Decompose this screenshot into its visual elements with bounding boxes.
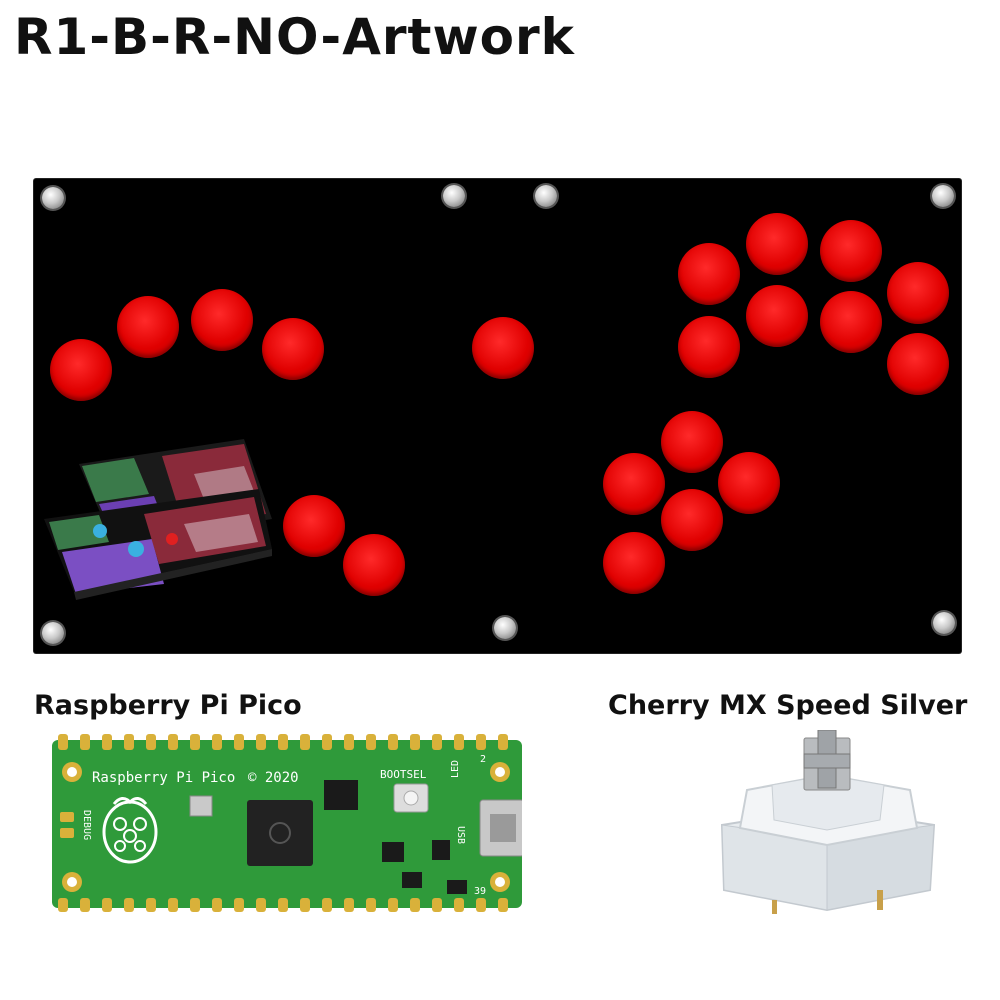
red-arcade-button (678, 243, 740, 305)
screw-icon (443, 185, 465, 207)
controller-panel (34, 179, 961, 653)
screw-icon (42, 622, 64, 644)
red-arcade-button (678, 316, 740, 378)
red-arcade-button (887, 333, 949, 395)
cherry-mx-switch-image (720, 730, 936, 914)
red-arcade-button (603, 453, 665, 515)
pico-label: Raspberry Pi Pico (34, 690, 302, 721)
red-arcade-button (117, 296, 179, 358)
red-arcade-button (343, 534, 405, 596)
pico-led-label: LED (450, 760, 461, 778)
red-arcade-button (50, 339, 112, 401)
pico-debug-label: DEBUG (81, 810, 92, 840)
pico-bootsel-label: BOOTSEL (380, 768, 427, 781)
pin-row-top (58, 734, 508, 750)
red-arcade-button (820, 291, 882, 353)
red-arcade-button (603, 532, 665, 594)
pico-silkscreen-name: Raspberry Pi Pico (92, 770, 235, 786)
red-arcade-button (661, 411, 723, 473)
red-arcade-button (283, 495, 345, 557)
screw-icon (42, 187, 64, 209)
screw-icon (933, 612, 955, 634)
pin-row-bottom (58, 898, 508, 912)
red-arcade-button (820, 220, 882, 282)
pico-usb-label: USB (455, 826, 466, 844)
switch-label: Cherry MX Speed Silver (608, 690, 968, 721)
pico-pin-bottom-label: 39 (474, 886, 486, 897)
raspberry-pi-pico-board: Raspberry Pi Pico © 2020 BOOTSEL LED USB… (52, 734, 522, 912)
product-title: R1-B-R-NO-Artwork (14, 8, 575, 66)
screw-icon (535, 185, 557, 207)
pico-pin-top-label: 2 (480, 754, 486, 765)
red-arcade-button (887, 262, 949, 324)
red-arcade-button (472, 317, 534, 379)
red-arcade-button (746, 213, 808, 275)
raspberry-logo-icon (102, 797, 158, 864)
red-arcade-button (746, 285, 808, 347)
red-arcade-button (718, 452, 780, 514)
artwork-product-thumbnail (44, 439, 272, 600)
red-arcade-button (661, 489, 723, 551)
screw-icon (932, 185, 954, 207)
pico-silkscreen-year: © 2020 (248, 770, 299, 786)
screw-icon (494, 617, 516, 639)
red-arcade-button (191, 289, 253, 351)
red-arcade-button (262, 318, 324, 380)
